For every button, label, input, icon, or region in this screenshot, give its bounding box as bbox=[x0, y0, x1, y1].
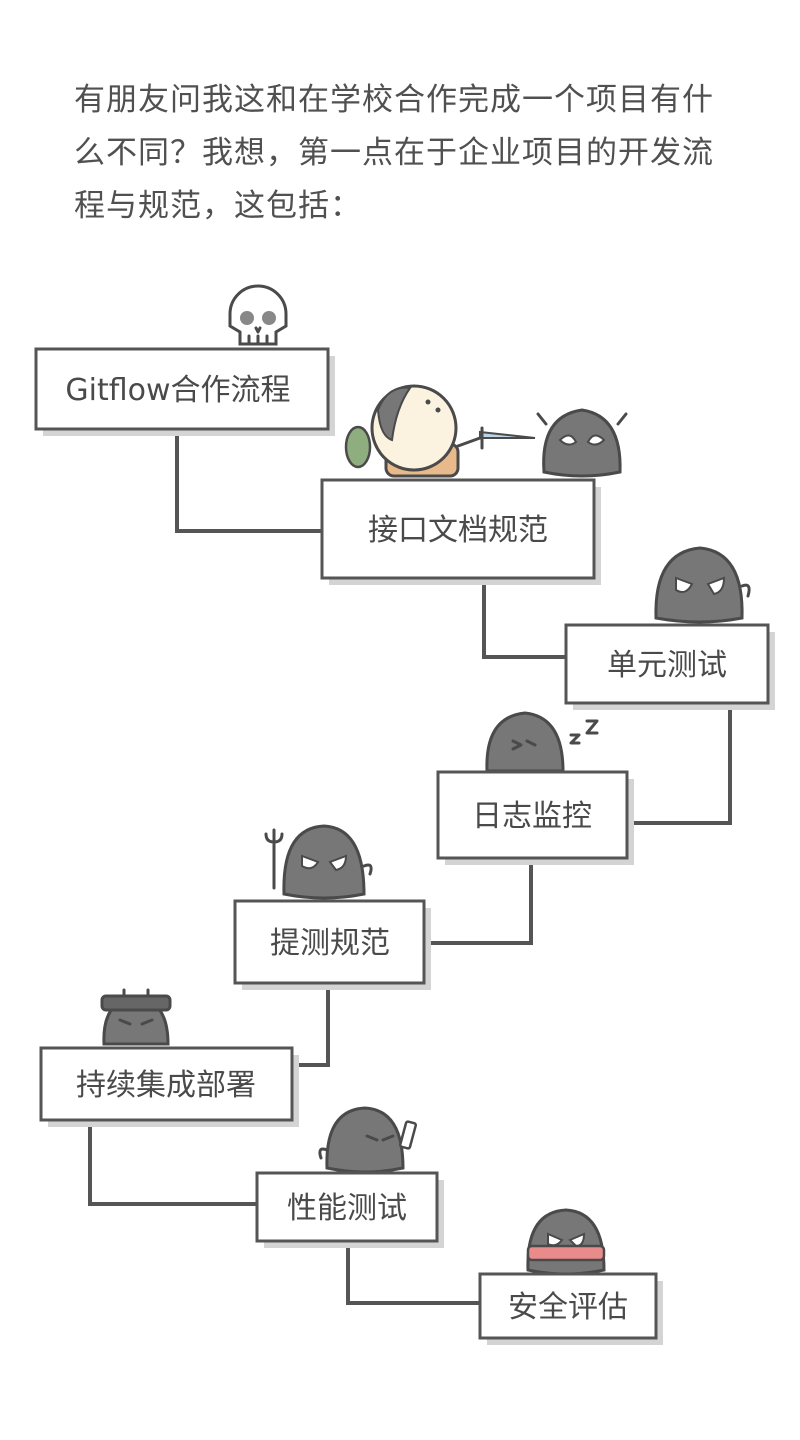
step-3-label: 单元测试 bbox=[607, 648, 727, 683]
step-5-label: 提测规范 bbox=[270, 926, 390, 961]
step-2: 接口文档规范 bbox=[320, 478, 601, 585]
connector-6-7 bbox=[88, 1119, 257, 1206]
connector-3-4 bbox=[627, 703, 732, 825]
step-7-label: 性能测试 bbox=[287, 1191, 407, 1226]
masked-blob-icon bbox=[526, 1208, 606, 1276]
helmet-blob-icon bbox=[100, 988, 172, 1046]
step-1: Gitflow合作流程 bbox=[34, 347, 335, 436]
step-2-label: 接口文档规范 bbox=[368, 513, 548, 548]
step-6: 持续集成部署 bbox=[39, 1046, 299, 1127]
step-5: 提测规范 bbox=[233, 899, 431, 990]
connector-4-5 bbox=[424, 858, 533, 945]
step-4-label: 日志监控 bbox=[472, 799, 592, 834]
connector-5-6 bbox=[292, 984, 330, 1067]
step-6-label: 持续集成部署 bbox=[76, 1068, 256, 1103]
angry-blob-icon bbox=[654, 546, 751, 624]
connector-2-3 bbox=[482, 579, 566, 659]
blob-with-trident-icon bbox=[264, 824, 373, 900]
scared-blob-icon bbox=[536, 408, 628, 478]
step-3: 单元测试 bbox=[564, 623, 775, 710]
sleeping-blob-icon bbox=[485, 711, 599, 773]
step-4: 日志监控 bbox=[436, 770, 634, 865]
intro-paragraph: 有朋友问我这和在学校合作完成一个项目有什么不同？我想，第一点在于企业项目的开发流… bbox=[74, 82, 714, 224]
blob-with-bottle-icon bbox=[318, 1106, 417, 1174]
skull-icon bbox=[228, 284, 288, 346]
step-8-label: 安全评估 bbox=[508, 1290, 628, 1325]
step-1-label: Gitflow合作流程 bbox=[65, 373, 290, 408]
hero-with-sword-icon bbox=[344, 384, 536, 478]
step-8: 安全评估 bbox=[478, 1272, 663, 1345]
connector-1-2 bbox=[175, 430, 322, 533]
connector-7-8 bbox=[346, 1241, 480, 1305]
step-7: 性能测试 bbox=[255, 1171, 444, 1248]
